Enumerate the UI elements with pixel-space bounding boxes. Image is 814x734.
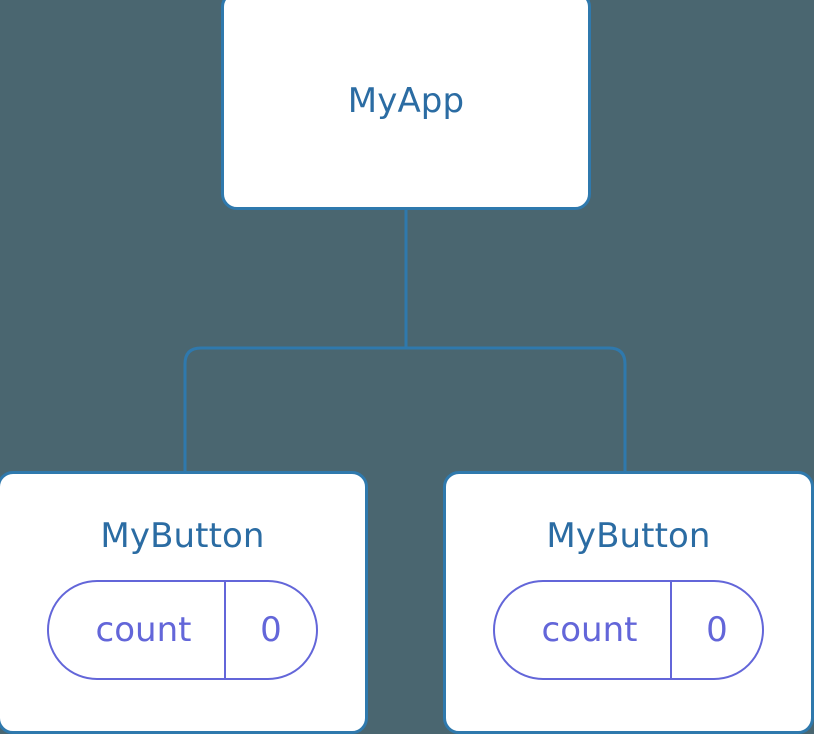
- component-node-myapp[interactable]: MyApp: [221, 0, 591, 210]
- edge-root-to-child-2: [406, 346, 627, 471]
- component-name-label: MyApp: [347, 80, 465, 121]
- component-node-mybutton-2[interactable]: MyButton count 0: [443, 471, 814, 734]
- edge-root-to-child-1: [183, 346, 406, 471]
- component-node-mybutton-1[interactable]: MyButton count 0: [0, 471, 368, 734]
- state-key-label: count: [95, 610, 192, 650]
- state-pill-count[interactable]: count 0: [493, 580, 764, 680]
- state-value-label: 0: [670, 582, 762, 678]
- component-name-label: MyButton: [546, 516, 711, 556]
- component-name-label: MyButton: [100, 516, 265, 556]
- state-value-label: 0: [224, 582, 316, 678]
- state-pill-count[interactable]: count 0: [47, 580, 318, 680]
- state-key-label: count: [541, 610, 638, 650]
